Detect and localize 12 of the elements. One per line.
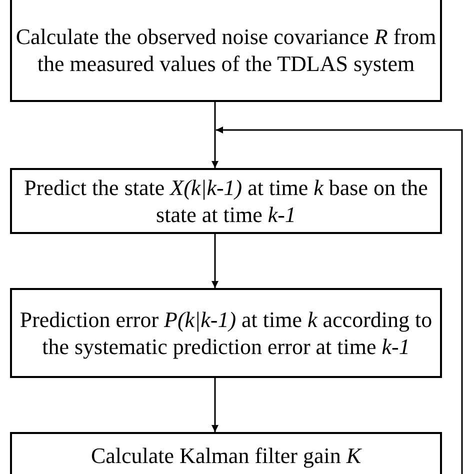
arrow [216, 126, 463, 474]
process-box [10, 0, 442, 102]
step-text: Prediction error P(k|k-1) at time k according to the systematic prediction error at time k-1 [18, 306, 434, 360]
arrow [212, 234, 218, 288]
step-text: Predict the state X(k|k-1) at time k base on the state at time k-1 [23, 174, 429, 228]
arrow [212, 378, 218, 432]
process-box [10, 432, 442, 474]
step-text: Calculate the observed noise covariance R from the measured values of the TDLAS system [14, 23, 438, 77]
step-text: Calculate Kalman filter gain K [90, 442, 362, 469]
arrow [212, 102, 218, 168]
process-box [10, 288, 442, 378]
process-box [10, 168, 442, 234]
